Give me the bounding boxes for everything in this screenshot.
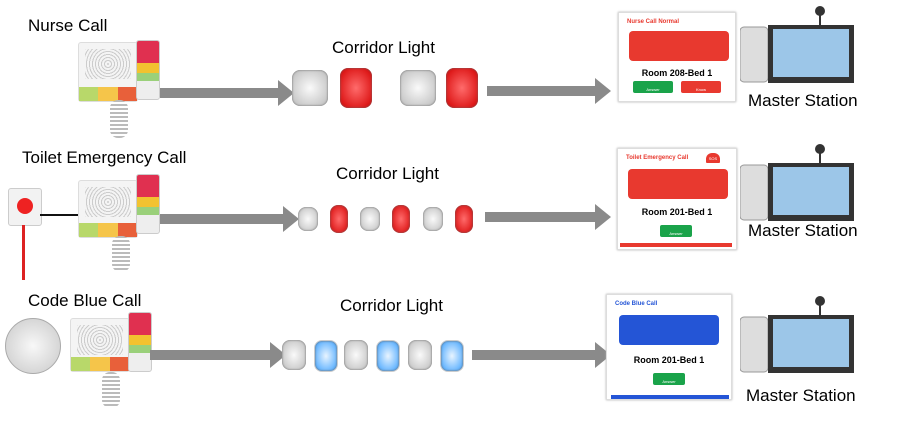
alert-bar bbox=[611, 395, 729, 399]
corridor-light-off bbox=[298, 207, 318, 231]
master-station-label: Master Station bbox=[746, 386, 856, 405]
handset bbox=[136, 40, 160, 100]
screen-title: Nurse Call Normal bbox=[627, 19, 680, 25]
corridor-light-off bbox=[292, 70, 328, 106]
nurse-call-screen: Nurse Call Normal Room 208-Bed 1 Answer … bbox=[618, 12, 736, 102]
handset-cord bbox=[102, 372, 120, 408]
corridor-light-red bbox=[330, 205, 348, 233]
corridor-light-blue bbox=[376, 340, 400, 372]
patient-bed-illustration bbox=[629, 31, 729, 61]
corridor-light-blue bbox=[440, 340, 464, 372]
handset bbox=[128, 312, 152, 372]
master-station-label: Master Station bbox=[748, 221, 858, 240]
nurse-call-panel bbox=[70, 318, 130, 372]
nurse-call-panel bbox=[78, 42, 138, 102]
answer-button[interactable]: Answer bbox=[633, 81, 673, 93]
corridor-light-red bbox=[340, 68, 372, 108]
code-blue-button bbox=[5, 318, 61, 374]
answer-button[interactable]: Answer bbox=[653, 373, 685, 385]
connection-wire bbox=[40, 214, 78, 216]
pull-cord-switch bbox=[8, 188, 42, 226]
corridor-light-label: Corridor Light bbox=[336, 164, 439, 183]
corridor-light-off bbox=[282, 340, 306, 370]
arrow bbox=[472, 342, 611, 368]
corridor-light-red bbox=[455, 205, 473, 233]
corridor-light-label: Corridor Light bbox=[340, 296, 443, 315]
room-label: Room 208-Bed 1 bbox=[641, 68, 713, 78]
corridor-light-off bbox=[344, 340, 368, 370]
arrow bbox=[160, 206, 299, 232]
corridor-light-label: Corridor Light bbox=[332, 38, 435, 57]
code-blue-call-label: Code Blue Call bbox=[28, 291, 142, 310]
screen-title: Toilet Emergency Call bbox=[626, 155, 689, 161]
arrow bbox=[485, 204, 611, 230]
nurse-call-panel bbox=[78, 180, 138, 238]
room-label: Room 201-Bed 1 bbox=[633, 355, 705, 365]
arrow bbox=[150, 342, 286, 368]
master-station-device bbox=[739, 5, 855, 85]
corridor-light-off bbox=[408, 340, 432, 370]
handset-cord bbox=[112, 236, 130, 272]
know-button[interactable]: Know bbox=[681, 81, 721, 93]
corridor-light-off bbox=[400, 70, 436, 106]
arrow bbox=[160, 80, 294, 106]
pull-cord bbox=[22, 225, 25, 280]
corridor-light-red bbox=[446, 68, 478, 108]
corridor-light-red bbox=[392, 205, 410, 233]
alert-bar bbox=[620, 243, 732, 247]
arrow bbox=[487, 78, 611, 104]
patient-bed-illustration bbox=[628, 169, 728, 199]
toilet-emergency-call-label: Toilet Emergency Call bbox=[22, 148, 187, 167]
toilet-emergency-screen: Toilet Emergency Call SOS Room 201-Bed 1… bbox=[617, 148, 737, 250]
handset bbox=[136, 174, 160, 234]
master-station-device bbox=[739, 143, 855, 223]
corridor-light-blue bbox=[314, 340, 338, 372]
master-station-label: Master Station bbox=[748, 91, 858, 110]
sos-badge: SOS bbox=[706, 153, 720, 163]
screen-title: Code Blue Call bbox=[615, 301, 658, 307]
code-blue-illustration bbox=[619, 315, 719, 345]
corridor-light-off bbox=[423, 207, 443, 231]
nurse-call-label: Nurse Call bbox=[28, 16, 108, 35]
handset-cord bbox=[110, 100, 128, 138]
code-blue-screen: Code Blue Call Room 201-Bed 1 Answer bbox=[606, 294, 732, 400]
master-station-device bbox=[739, 295, 855, 375]
corridor-light-off bbox=[360, 207, 380, 231]
room-label: Room 201-Bed 1 bbox=[641, 207, 713, 217]
answer-button[interactable]: Answer bbox=[660, 225, 692, 237]
